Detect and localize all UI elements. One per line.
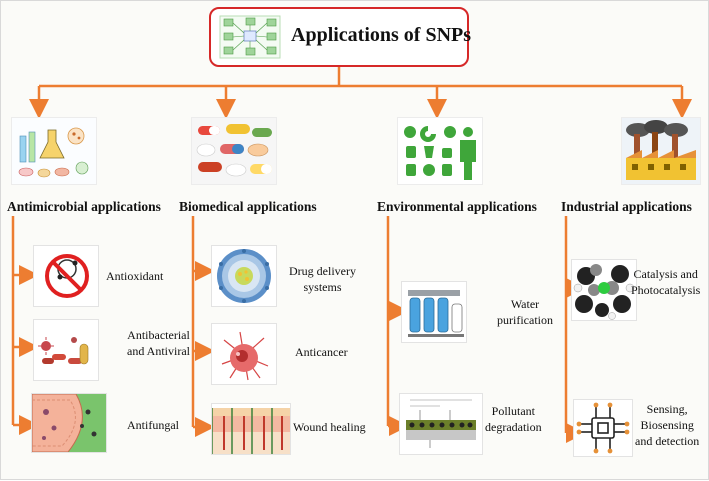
skin-layers-icon [211, 403, 291, 455]
page-title: Applications of SNPs [291, 24, 472, 46]
photocatalyst-layer-icon [399, 393, 483, 455]
item-label-antioxidant: Antioxidant [106, 269, 164, 283]
cancer-cell-icon [211, 323, 277, 385]
bacteria-virus-icon [33, 319, 99, 381]
item-label-wound-healing: Wound healing [293, 420, 366, 434]
no-radicals-icon [33, 245, 99, 307]
item-label-anticancer: Anticancer [295, 345, 348, 359]
category-label-industrial: Industrial applications [561, 199, 692, 214]
pills-icon [191, 117, 277, 185]
molecule-icon [571, 259, 637, 321]
title-box: Applications of SNPs [209, 7, 472, 67]
water-filter-icon [401, 281, 467, 343]
category-label-environmental: Environmental applications [377, 199, 537, 214]
item-label-antifungal: Antifungal [127, 418, 179, 432]
recycling-icon [397, 117, 483, 185]
nanoparticle-carrier-icon [211, 245, 277, 307]
chip-sensor-icon [573, 399, 633, 457]
factory-icon [621, 117, 701, 185]
snp-overview-icon [219, 15, 281, 59]
category-label-antimicrobial: Antimicrobial applications [7, 199, 161, 214]
lab-microbes-icon [11, 117, 97, 185]
category-label-biomedical: Biomedical applications [179, 199, 317, 214]
fungal-cell-icon [31, 393, 107, 453]
